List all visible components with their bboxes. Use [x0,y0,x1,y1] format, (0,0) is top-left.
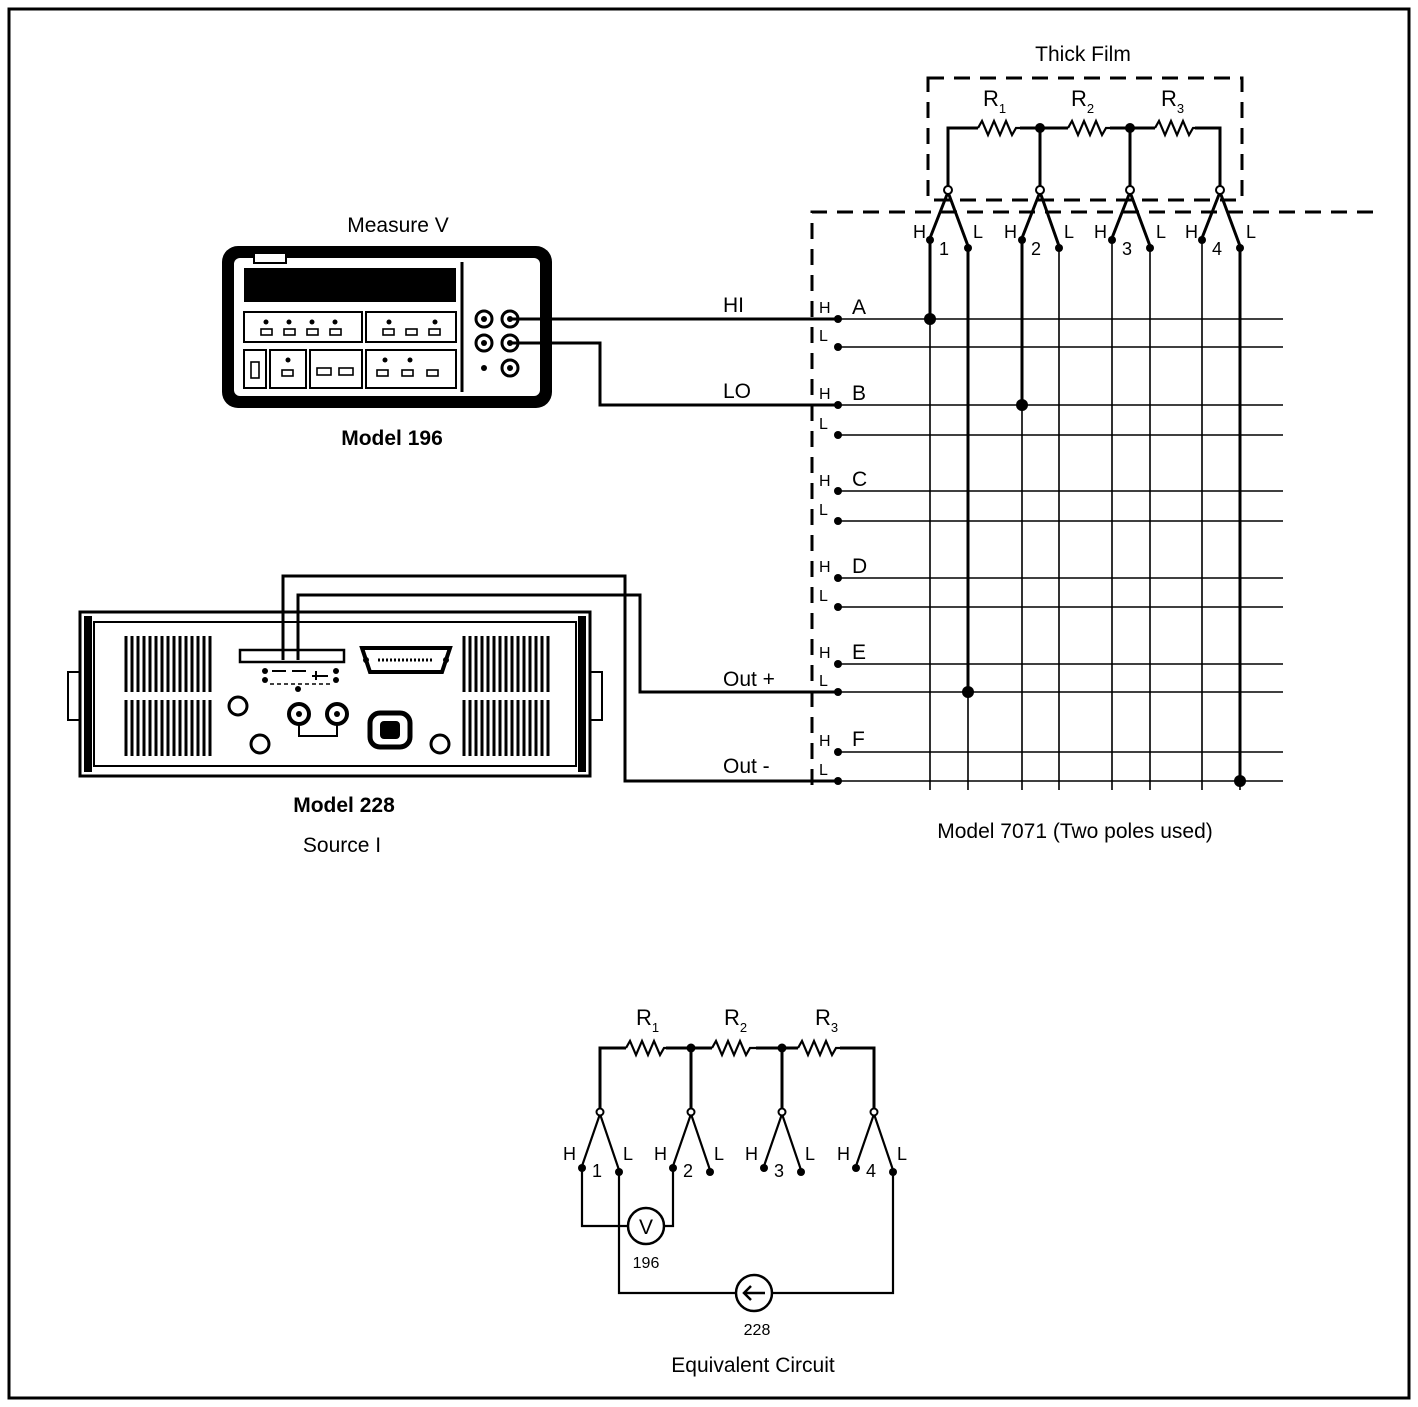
scanner-card-boundary [810,210,1375,785]
pole-1-low-label: L [973,222,983,242]
pole-3-high-label: H [1094,222,1107,242]
dmm-instrument: Measure V [222,214,552,450]
out-minus-lead [281,574,838,783]
row-c-low-label: L [819,502,828,519]
row-e-label: E [852,641,866,664]
dmm-model-label: Model 196 [341,427,443,450]
row-b-high-label: H [819,386,831,403]
pole-1-number: 1 [939,239,949,259]
row-d-low-label: L [819,588,828,605]
equiv-pole-4-high-label: H [837,1144,850,1164]
equiv-current-source-label: 228 [744,1322,771,1339]
source-output-terminal-strip [238,648,346,664]
equiv-pole-3-high-label: H [745,1144,758,1164]
equiv-voltmeter-label: 196 [633,1255,660,1272]
dmm-display [244,268,456,302]
matrix-columns [929,240,1241,790]
equiv-pole-3-number: 3 [774,1161,784,1181]
equiv-pole-1-low-label: L [623,1144,633,1164]
equiv-caption: Equivalent Circuit [671,1354,835,1377]
thick-film-title: Thick Film [1035,43,1131,66]
scanner-card: H 1 L H 2 L H 3 L H 4 L [810,185,1375,843]
source-model-label: Model 228 [293,794,395,817]
row-c-high-label: H [819,473,831,490]
equiv-pole-3-low-label: L [805,1144,815,1164]
equivalent-circuit: R1 R2 R3 H 1 L H 2 L H 3 L H 4 L V 196 [563,1005,907,1377]
pole-3-number: 3 [1122,239,1132,259]
equiv-pole-1-number: 1 [592,1161,602,1181]
equiv-resistor-r1-symbol [625,1038,666,1058]
row-b-low-label: L [819,416,828,433]
equiv-pole-4-number: 4 [866,1161,876,1181]
row-f-high-label: H [819,733,831,750]
row-b-label: B [852,382,866,405]
equiv-resistor-r3-symbol [797,1038,840,1058]
equiv-resistor-r2-symbol [711,1038,756,1058]
out-plus-label: Out + [723,668,775,691]
out-minus-label: Out - [723,755,770,778]
row-f-low-label: L [819,762,828,779]
equiv-pole-2-number: 2 [683,1161,693,1181]
thick-film-boundary [926,76,1244,202]
row-a-high-label: H [819,300,831,317]
pole-2-number: 2 [1031,239,1041,259]
thick-film-network: Thick Film R1 R2 R3 [926,43,1244,202]
pole-1-high-label: H [913,222,926,242]
equiv-pole-2-high-label: H [654,1144,667,1164]
resistor-r1-label: R1 [983,86,1006,116]
page-frame [7,7,1411,1400]
row-d-label: D [852,555,867,578]
resistor-r2-label: R2 [1071,86,1094,116]
equiv-pole-2-low-label: L [714,1144,724,1164]
row-e-low-label: L [819,673,828,690]
row-d-high-label: H [819,559,831,576]
equiv-r1-label: R1 [636,1005,659,1035]
resistor-r3-label: R3 [1161,86,1184,116]
source-caption: Source I [303,834,381,857]
pole-2-high-label: H [1004,222,1017,242]
resistor-r2-symbol [1067,118,1110,138]
matrix-rows [840,318,1283,782]
source-vent-grilles [124,636,550,756]
pole-4-low-label: L [1246,222,1256,242]
lo-lead-label: LO [723,380,751,403]
lo-lead [510,341,838,407]
row-terminals [834,315,842,785]
dmm-input-jacks [474,309,520,378]
source-instrument: Model 228 Source I [67,610,603,857]
equiv-voltmeter-letter: V [639,1216,653,1239]
resistor-r1-symbol [977,118,1020,138]
equiv-voltmeter-symbol [626,1206,666,1246]
row-a-low-label: L [819,328,828,345]
pole-3-low-label: L [1156,222,1166,242]
row-e-high-label: H [819,645,831,662]
pole-4-number: 4 [1212,239,1222,259]
row-f-label: F [852,728,865,751]
pole-blades [926,185,1244,252]
resistor-r3-symbol [1154,118,1195,138]
equiv-r2-label: R2 [724,1005,747,1035]
pole-2-low-label: L [1064,222,1074,242]
hi-lead-label: HI [723,294,744,317]
equiv-pole-4-low-label: L [897,1144,907,1164]
pole-4-high-label: H [1185,222,1198,242]
dmm-heading: Measure V [347,214,449,237]
row-a-label: A [852,296,866,319]
equiv-r3-label: R3 [815,1005,838,1035]
row-c-label: C [852,468,867,491]
scanner-caption: Model 7071 (Two poles used) [937,820,1213,843]
equiv-pole-1-high-label: H [563,1144,576,1164]
equiv-current-arrow-icon [742,1285,765,1301]
out-plus-lead [296,593,838,694]
